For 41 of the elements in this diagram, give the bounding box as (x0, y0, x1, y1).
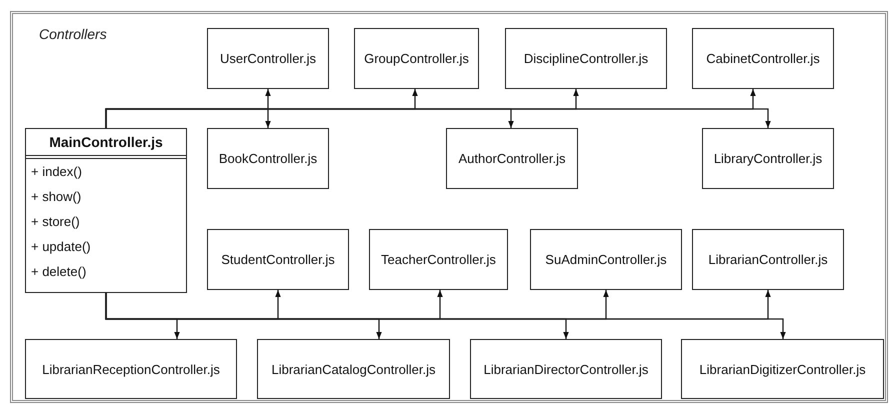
component-box (207, 28, 329, 89)
component-box (369, 229, 508, 290)
component-box (692, 229, 844, 290)
method-name: + show() (31, 189, 82, 204)
component-name: LibrarianReceptionController.js (42, 362, 220, 376)
component-name: BookController.js (218, 151, 318, 166)
component-name: StudentController.js (221, 252, 335, 267)
method-name: + index() (31, 164, 82, 179)
method-name: + store() (31, 214, 80, 229)
component-box (257, 339, 450, 399)
component-box (692, 28, 834, 89)
method-name: + update() (31, 239, 91, 254)
component-name: DisciplineController.js (524, 51, 648, 66)
component-name: GroupController.js (364, 51, 469, 66)
arrow (105, 293, 786, 339)
package-title: Controllers (39, 26, 107, 42)
component-name: CabinetController.js (706, 51, 820, 66)
component-box (25, 339, 237, 399)
component-name: LibrarianCatalogController.js (271, 362, 436, 376)
component-box (470, 339, 662, 399)
component-name: TeacherController.js (381, 252, 496, 267)
component-name: LibrarianDirectorController.js (484, 362, 648, 376)
component-box (702, 128, 834, 189)
class-box (25, 128, 187, 293)
component-box (207, 229, 349, 290)
component-box (530, 229, 682, 290)
component-name: LibrarianDigitizerController.js (699, 362, 866, 376)
component-box (505, 28, 667, 89)
component-name: UserController.js (220, 51, 316, 66)
component-box (446, 128, 578, 189)
package-frame (10, 11, 888, 403)
arrow (105, 108, 771, 128)
component-box (681, 339, 884, 399)
component-name: SuAdminController.js (545, 252, 667, 267)
component-name: LibraryController.js (714, 151, 822, 166)
class-name: MainController.js (49, 134, 163, 150)
component-name: AuthorController.js (458, 151, 566, 166)
component-name: LibrarianController.js (708, 252, 828, 267)
method-name: + delete() (31, 264, 86, 279)
component-box (207, 128, 329, 189)
component-box (354, 28, 479, 89)
